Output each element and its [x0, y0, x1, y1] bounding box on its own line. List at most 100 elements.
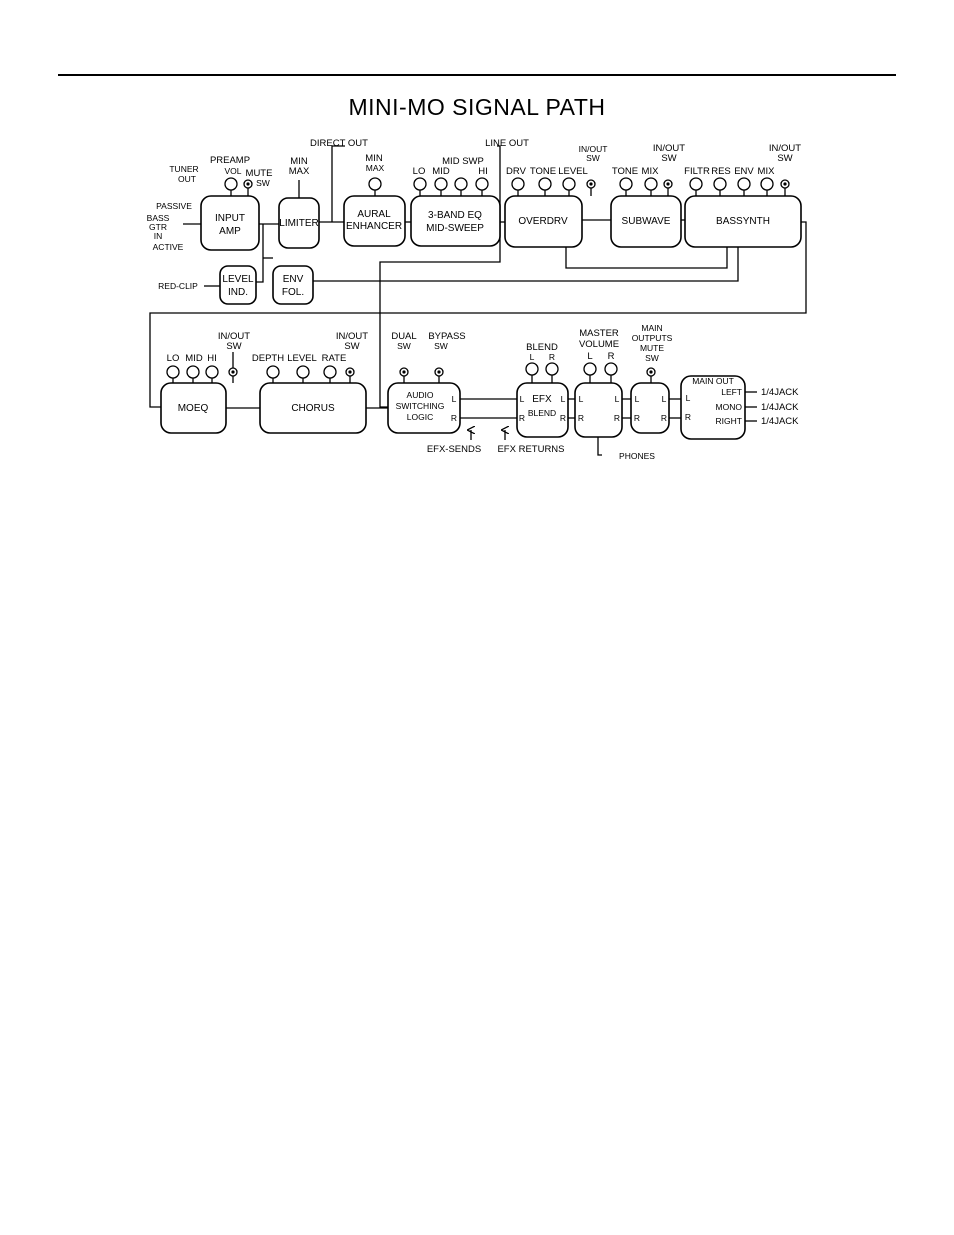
- svg-text:IN/OUT: IN/OUT: [336, 331, 368, 342]
- block-main-out: MAIN OUT L R LEFT MONO RIGHT: [680, 375, 746, 440]
- limiter-minmax-label: MIN: [290, 156, 308, 167]
- svg-text:SW: SW: [344, 341, 359, 352]
- svg-text:SW: SW: [226, 341, 241, 352]
- svg-text:MOEQ: MOEQ: [178, 403, 209, 414]
- block-subwave: SUBWAVE: [610, 195, 682, 248]
- svg-text:SW: SW: [777, 153, 792, 164]
- block-main-outputs-mute: L R L R: [630, 382, 670, 434]
- svg-text:DUAL: DUAL: [391, 331, 416, 342]
- svg-text:SWITCHING: SWITCHING: [396, 401, 445, 411]
- svg-text:R: R: [519, 413, 525, 423]
- block-efx-blend: EFX BLEND L R L R: [516, 382, 569, 438]
- svg-text:SW: SW: [434, 341, 448, 351]
- svg-text:LEVEL: LEVEL: [558, 166, 588, 177]
- svg-text:RATE: RATE: [322, 353, 347, 364]
- block-bassynth: BASSYNTH: [684, 195, 802, 248]
- mute-label: MUTE: [246, 168, 273, 179]
- top-rule: [58, 74, 896, 76]
- svg-text:EFX: EFX: [532, 394, 552, 405]
- svg-text:R: R: [661, 413, 667, 423]
- svg-text:ENHANCER: ENHANCER: [346, 221, 402, 232]
- svg-text:ENV: ENV: [283, 274, 304, 285]
- svg-text:L: L: [520, 394, 525, 404]
- block-moeq: MOEQ: [160, 382, 227, 434]
- svg-text:OUT: OUT: [178, 174, 196, 184]
- svg-text:AUDIO: AUDIO: [407, 390, 434, 400]
- block-input-amp: INPUT AMP: [200, 195, 260, 251]
- svg-text:GTR: GTR: [149, 222, 167, 232]
- svg-text:R: R: [549, 352, 555, 362]
- svg-text:L: L: [561, 394, 566, 404]
- svg-text:MAX: MAX: [289, 166, 310, 177]
- svg-text:SW: SW: [256, 178, 270, 188]
- phones-label: PHONES: [619, 451, 655, 461]
- svg-text:1/4JACK: 1/4JACK: [761, 402, 799, 413]
- svg-text:MID: MID: [432, 166, 450, 177]
- efx-sends-label: EFX-SENDS: [427, 444, 481, 455]
- svg-text:HI: HI: [478, 166, 488, 177]
- svg-text:MAIN OUT: MAIN OUT: [692, 376, 734, 386]
- svg-text:BASSYNTH: BASSYNTH: [716, 216, 770, 227]
- red-clip-label: RED-CLIP: [158, 281, 198, 291]
- labels-bottom: LO MID HI IN/OUT SW DEPTH LEVEL RATE IN/…: [167, 323, 799, 461]
- svg-text:INPUT: INPUT: [215, 213, 245, 224]
- svg-text:MASTER: MASTER: [579, 328, 619, 339]
- svg-text:LEVEL: LEVEL: [287, 353, 317, 364]
- svg-text:SW: SW: [645, 353, 659, 363]
- aural-knob: [368, 177, 382, 191]
- svg-text:MAIN: MAIN: [641, 323, 662, 333]
- svg-text:AURAL: AURAL: [357, 209, 391, 220]
- svg-text:L: L: [530, 352, 535, 362]
- svg-text:DRV: DRV: [506, 166, 527, 177]
- svg-text:ENV: ENV: [734, 166, 754, 177]
- mid-swp-label: MID SWP: [442, 156, 484, 167]
- svg-text:CHORUS: CHORUS: [291, 403, 335, 414]
- svg-text:SW: SW: [586, 153, 600, 163]
- efx-returns-label: EFX RETURNS: [497, 444, 564, 455]
- block-env-fol: ENV FOL.: [272, 265, 314, 305]
- preamp-label: PREAMP: [210, 155, 250, 166]
- top-row-wires: [149, 145, 807, 408]
- svg-text:FOL.: FOL.: [282, 287, 304, 298]
- svg-text:SUBWAVE: SUBWAVE: [622, 216, 671, 227]
- block-level-ind: LEVEL IND.: [219, 265, 257, 305]
- svg-text:VOL: VOL: [224, 166, 241, 176]
- knobs-bottom: [166, 352, 656, 383]
- svg-text:SW: SW: [397, 341, 411, 351]
- svg-text:1/4JACK: 1/4JACK: [761, 416, 799, 427]
- svg-text:IN: IN: [154, 231, 163, 241]
- svg-text:LEFT: LEFT: [721, 387, 742, 397]
- svg-text:TONE: TONE: [530, 166, 556, 177]
- svg-text:L: L: [587, 351, 592, 362]
- svg-text:L: L: [615, 394, 620, 404]
- svg-text:LO: LO: [413, 166, 426, 177]
- bottom-row-wires: [226, 391, 757, 456]
- svg-text:R: R: [614, 413, 620, 423]
- svg-text:IN/OUT: IN/OUT: [769, 143, 801, 154]
- svg-text:MID: MID: [185, 353, 203, 364]
- svg-text:SW: SW: [661, 153, 676, 164]
- svg-text:LO: LO: [167, 353, 180, 364]
- svg-text:R: R: [685, 412, 691, 422]
- svg-text:OVERDRV: OVERDRV: [518, 216, 568, 227]
- svg-text:L: L: [579, 394, 584, 404]
- svg-text:R: R: [608, 351, 615, 362]
- svg-text:OUTPUTS: OUTPUTS: [632, 333, 673, 343]
- block-aural-enhancer: AURAL ENHANCER: [343, 195, 406, 247]
- svg-text:IN/OUT: IN/OUT: [218, 331, 250, 342]
- svg-text:RES: RES: [711, 166, 731, 177]
- block-chorus: CHORUS: [259, 382, 367, 434]
- svg-text:DEPTH: DEPTH: [252, 353, 284, 364]
- block-3band-eq: 3-BAND EQ MID-SWEEP: [410, 195, 501, 247]
- svg-text:BLEND: BLEND: [526, 342, 558, 353]
- svg-text:1/4JACK: 1/4JACK: [761, 387, 799, 398]
- svg-text:IND.: IND.: [228, 287, 248, 298]
- svg-text:MONO: MONO: [716, 402, 743, 412]
- svg-text:LEVEL: LEVEL: [222, 274, 254, 285]
- svg-text:FILTR: FILTR: [684, 166, 710, 177]
- svg-text:TONE: TONE: [612, 166, 638, 177]
- page-title: MINI-MO SIGNAL PATH: [348, 94, 606, 120]
- svg-text:R: R: [634, 413, 640, 423]
- svg-text:HI: HI: [207, 353, 217, 364]
